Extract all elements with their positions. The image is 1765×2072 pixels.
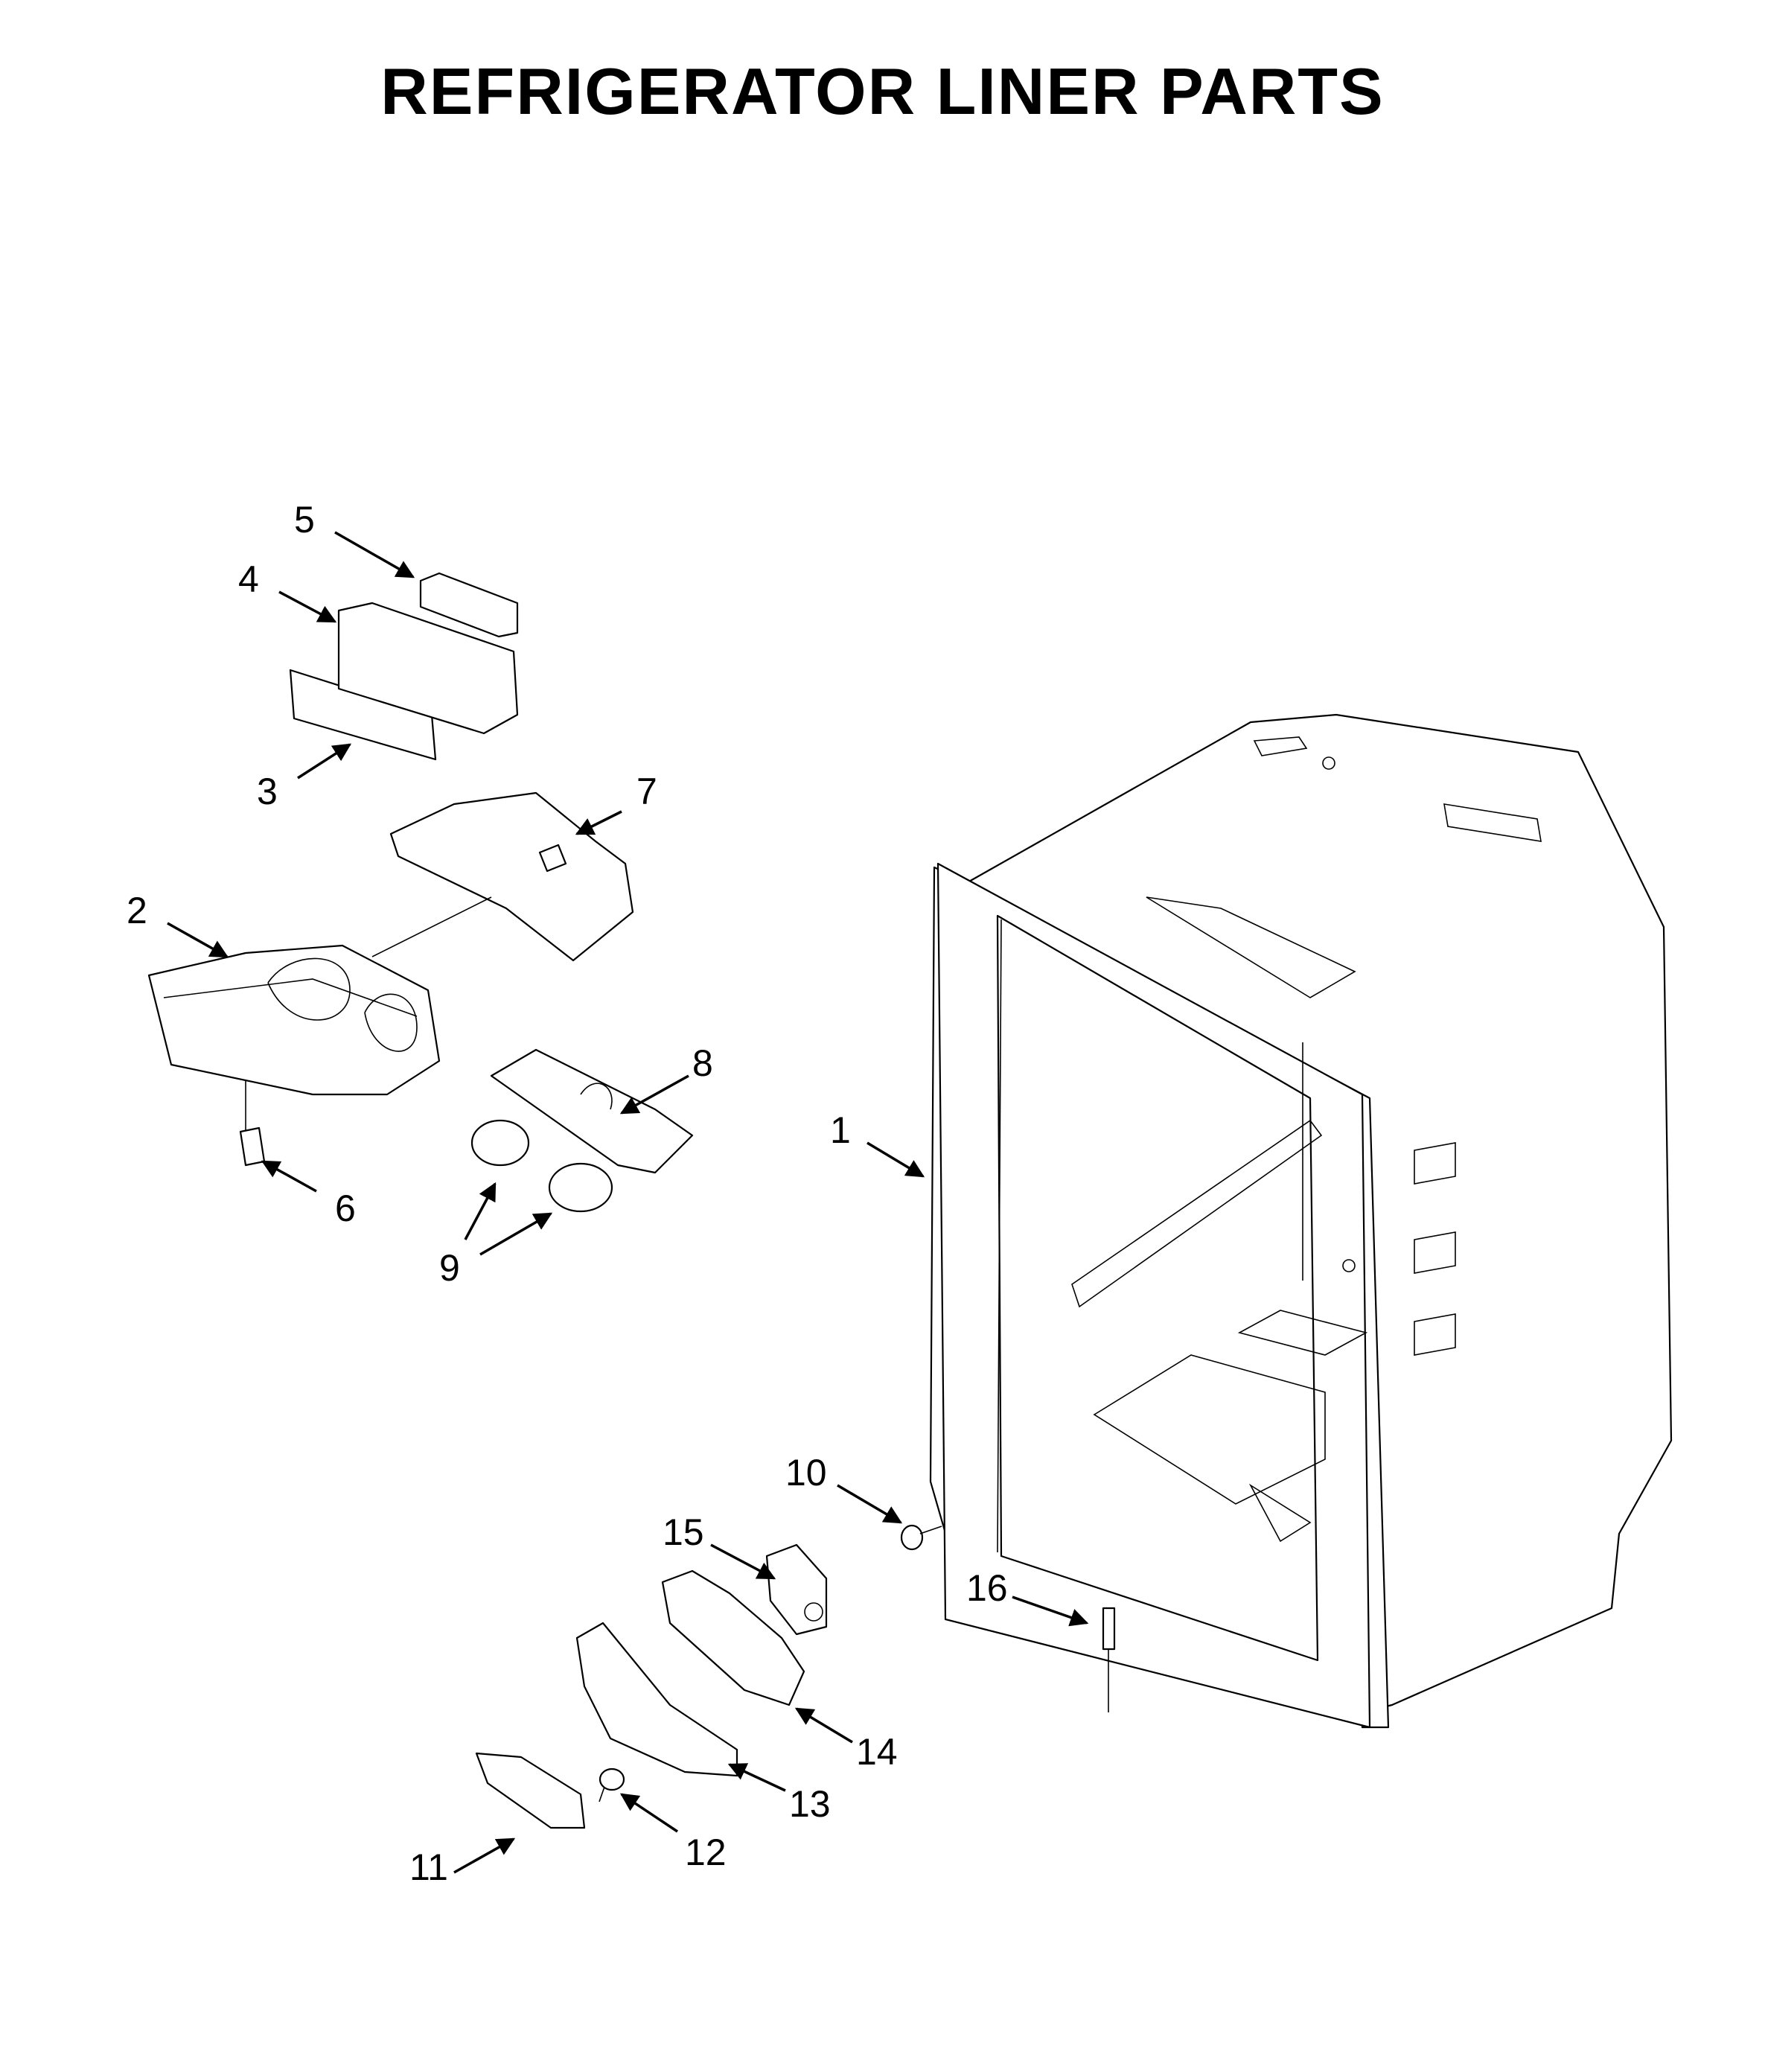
callout-8: 8: [692, 1042, 713, 1084]
part-7-air-diffuser: [371, 791, 634, 962]
callout-11: 11: [409, 1846, 448, 1888]
callout-6: 6: [335, 1188, 356, 1229]
part-15-module: [765, 1543, 828, 1636]
part-5-cover: [419, 572, 519, 638]
part-12-screw: [599, 1767, 625, 1802]
part-10-screw: [900, 1524, 942, 1551]
callout-14: 14: [856, 1731, 898, 1773]
callout-12: 12: [685, 1832, 727, 1873]
part-8-light-cover: [490, 1048, 694, 1174]
callout-7: 7: [636, 771, 657, 812]
callout-9: 9: [439, 1247, 460, 1289]
callout-16: 16: [966, 1567, 1008, 1609]
part-2-control-housing: [147, 944, 441, 1150]
callout-13: 13: [789, 1783, 831, 1825]
part-6-switch: [239, 1126, 266, 1167]
page-title: REFRIGERATOR LINER PARTS: [380, 54, 1385, 128]
callout-5: 5: [294, 499, 315, 541]
part-14-bracket: [661, 1569, 805, 1706]
callout-labels: 5 4 3 7 2 1 8 6 9 10 15 16 14 13 12 11: [127, 499, 1008, 1888]
callout-10: 10: [785, 1452, 827, 1494]
callout-1: 1: [830, 1109, 851, 1151]
part-1-liner: [929, 713, 1673, 1729]
part-16-thermistor: [1102, 1607, 1116, 1712]
callout-15: 15: [663, 1511, 704, 1553]
part-9-lamp-sockets: [470, 1119, 613, 1213]
callout-2: 2: [127, 890, 147, 931]
part-4-control-box: [337, 602, 519, 735]
leader-lines: [167, 531, 1089, 1874]
callout-3: 3: [257, 771, 278, 812]
callout-4: 4: [238, 558, 259, 600]
part-11-trim: [475, 1752, 586, 1829]
